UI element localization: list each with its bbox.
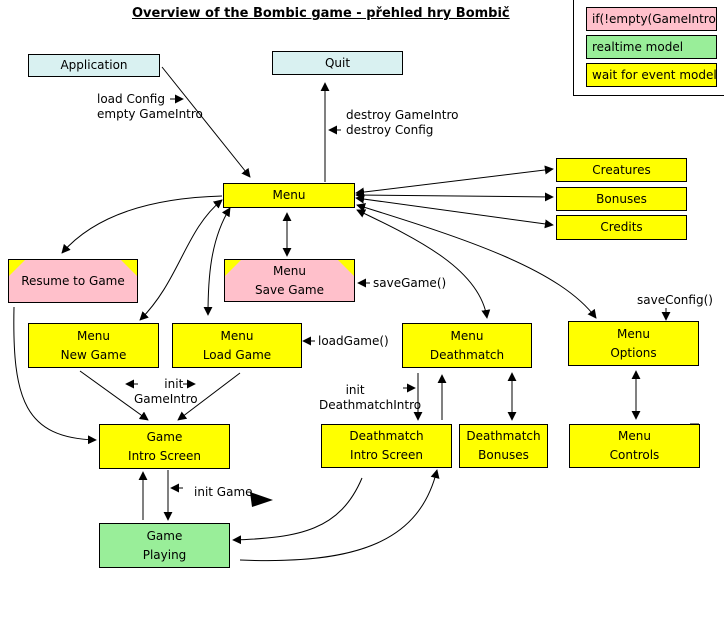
node-label: Game (146, 528, 183, 543)
label-line: destroy Config (346, 123, 434, 137)
node-resume-to-game[interactable]: Resume to Game (8, 259, 138, 303)
node-label: Menu (272, 188, 306, 202)
legend: if(!empty(GameIntro)) realtime model wai… (573, 0, 724, 96)
node-label: Save Game (255, 282, 324, 297)
node-label: New Game (60, 347, 127, 362)
node-label: Menu (617, 326, 650, 341)
node-label: Credits (600, 220, 643, 234)
edge-loadgame-intro (177, 372, 241, 421)
edge-menu-newgame (139, 199, 223, 321)
edge-newgame-intro (79, 370, 149, 421)
node-game-playing[interactable]: Game Playing (99, 523, 230, 568)
legend-item-yellow: wait for event model (586, 63, 717, 87)
edge-menu-loadgame (203, 207, 231, 316)
node-label: Application (60, 58, 128, 72)
node-save-game[interactable]: Menu Save Game (224, 259, 355, 302)
node-label: Deathmatch (349, 429, 424, 443)
label-line: load Config (97, 92, 165, 106)
node-label: Playing (142, 547, 187, 562)
corner-mark (121, 260, 137, 276)
node-new-game[interactable]: Menu New Game (28, 323, 159, 368)
node-label: Resume to Game (21, 273, 125, 288)
node-label: Intro Screen (128, 448, 201, 463)
legend-label: wait for event model (592, 68, 717, 82)
node-label: Quit (324, 55, 351, 70)
label-line: empty GameIntro (97, 107, 203, 121)
label-loadgame: loadGame() (318, 334, 389, 348)
diagram-title: Overview of the Bombic game - přehled hr… (132, 6, 510, 21)
legend-label: if(!empty(GameIntro)) (592, 12, 717, 26)
node-label: Game (146, 429, 183, 444)
edge-dmintro-playing (232, 477, 363, 545)
edge-playing-dmintro (239, 469, 440, 562)
node-application[interactable]: Application (28, 54, 160, 77)
label-line: init (345, 383, 365, 397)
corner-mark (225, 260, 241, 276)
label-line: GameIntro (134, 392, 198, 406)
node-deathmatch-intro[interactable]: Deathmatch Intro Screen (321, 424, 452, 468)
label-init-dmintro: init DeathmatchIntro (319, 383, 421, 413)
legend-item-green: realtime model (586, 35, 717, 59)
node-label: Intro Screen (350, 448, 423, 462)
corner-mark (338, 260, 354, 276)
node-label: Deathmatch (466, 429, 541, 443)
label-destroy: destroy GameIntro destroy Config (346, 108, 458, 138)
node-label: Creatures (592, 162, 651, 177)
legend-label: realtime model (592, 40, 684, 54)
node-game-intro[interactable]: Game Intro Screen (99, 424, 230, 469)
legend-item-pink: if(!empty(GameIntro)) (586, 7, 717, 31)
edge-menu-creatures (355, 165, 554, 197)
node-deathmatch-bonuses[interactable]: Deathmatch Bonuses (459, 424, 548, 468)
node-menu[interactable]: Menu (223, 183, 355, 208)
edge-resume-intro (13, 306, 97, 445)
node-deathmatch[interactable]: Menu Deathmatch (402, 323, 532, 368)
node-creatures[interactable]: Creatures (556, 158, 687, 182)
node-load-game[interactable]: Menu Load Game (172, 323, 302, 368)
label-line: init (164, 377, 184, 391)
node-credits[interactable]: Credits (556, 215, 687, 240)
node-label: Menu (618, 429, 651, 443)
node-label: Menu (220, 328, 254, 343)
node-controls[interactable]: Menu Controls (569, 424, 700, 468)
label-line: destroy GameIntro (346, 108, 459, 122)
edge-application-menu (161, 66, 251, 178)
edge-menu-resume (61, 195, 223, 254)
node-label: Menu (450, 328, 484, 343)
edge-menu-credits (355, 194, 554, 229)
label-load-config: load Config empty GameIntro (97, 92, 203, 122)
node-label: Menu (273, 263, 306, 278)
node-label: Bonuses (596, 191, 647, 206)
node-options[interactable]: Menu Options (568, 321, 699, 366)
node-label: Load Game (202, 347, 272, 362)
init-game-marker (250, 492, 273, 507)
label-savegame: saveGame() (373, 276, 447, 290)
edge-menu-bonuses (355, 190, 554, 202)
edge-menu-options (356, 203, 597, 319)
node-bonuses[interactable]: Bonuses (556, 187, 687, 211)
corner-mark (9, 260, 25, 276)
node-label: Bonuses (478, 448, 529, 462)
node-label: Menu (77, 328, 110, 343)
node-label: Deathmatch (429, 347, 505, 362)
node-label: Controls (609, 448, 660, 462)
label-line: DeathmatchIntro (319, 398, 422, 412)
label-init-gameintro: init GameIntro (134, 377, 198, 407)
node-label: Options (610, 345, 657, 360)
node-quit[interactable]: Quit (272, 51, 403, 75)
label-saveconfig: saveConfig() (637, 293, 713, 307)
label-init-game: init Game (194, 485, 253, 499)
